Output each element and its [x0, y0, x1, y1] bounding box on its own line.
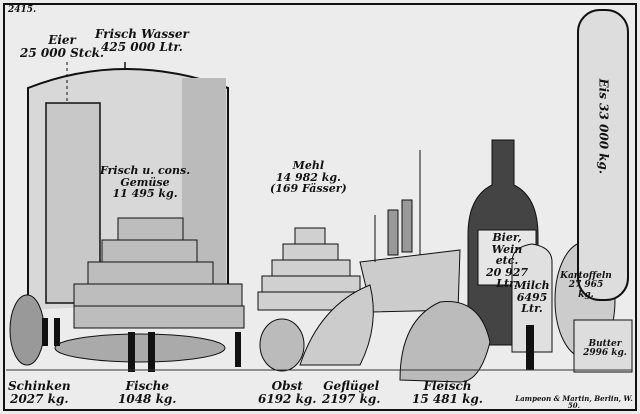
kartoffeln-unit: kg. [578, 289, 594, 300]
butter-name: Butter [588, 339, 622, 349]
kartoffeln-amount: 27 965 [568, 280, 604, 291]
vegetable-cans [73, 217, 245, 329]
gefluegel-amount: 2197 kg. [322, 391, 381, 406]
people-figures [42, 318, 534, 372]
mehl-name: Mehl [292, 159, 325, 172]
kartoffeln-name: Kartoffeln [560, 271, 612, 281]
fruit [259, 318, 305, 372]
mehl-note: (169 Fässer) [270, 182, 347, 196]
meat [399, 301, 491, 383]
bier-unit: Ltr. [496, 277, 518, 291]
poultry [299, 284, 374, 366]
gemuese-amount: 11 495 kg. [112, 187, 178, 201]
gemuese-name: Frisch u. cons. [100, 164, 191, 177]
gefluegel-name: Geflügel [323, 379, 380, 393]
gemuese-name2: Gemüse [120, 175, 170, 189]
obst-name: Obst [271, 379, 303, 393]
wasser-amount: 425 000 Ltr. [101, 39, 183, 54]
schinken-amount: 2027 kg. [10, 391, 69, 406]
milch-unit: Ltr. [521, 302, 543, 316]
butter-amount: 2996 kg. [583, 348, 627, 359]
schinken-name: Schinken [8, 379, 71, 393]
ice-column [577, 9, 629, 301]
butter-tub [573, 319, 633, 373]
steamship [359, 150, 461, 313]
obst-amount: 6192 kg. [258, 391, 317, 406]
publisher-credit: Lampeon & Martin, Berlin, W. 50. [515, 394, 633, 411]
fish [54, 333, 226, 363]
fleisch-amount: 15 481 kg. [412, 391, 483, 406]
bier-name2: etc. [495, 254, 519, 268]
milch-amount: 6495 [516, 290, 548, 304]
bier-amount: 20 927 [485, 265, 529, 279]
eier-amount: 25 000 Stck. [20, 45, 105, 60]
ham [9, 294, 45, 366]
bier-name: Bier, Wein [491, 231, 523, 256]
frame-border [3, 3, 637, 411]
flour-barrels [257, 227, 365, 311]
wasser-name: Frisch Wasser [95, 27, 189, 41]
label-eis: Eis 33 000 kg. [596, 78, 611, 175]
milch-name: Milch [514, 279, 550, 292]
mehl-amount: 14 982 kg. [275, 170, 341, 184]
milk-can [511, 243, 553, 353]
fische-name: Fische [125, 379, 169, 393]
fische-amount: 1048 kg. [118, 391, 177, 406]
eier-name: Eier [48, 33, 76, 47]
fleisch-name: Fleisch [423, 379, 472, 393]
plate-number: 2415. [8, 5, 37, 15]
